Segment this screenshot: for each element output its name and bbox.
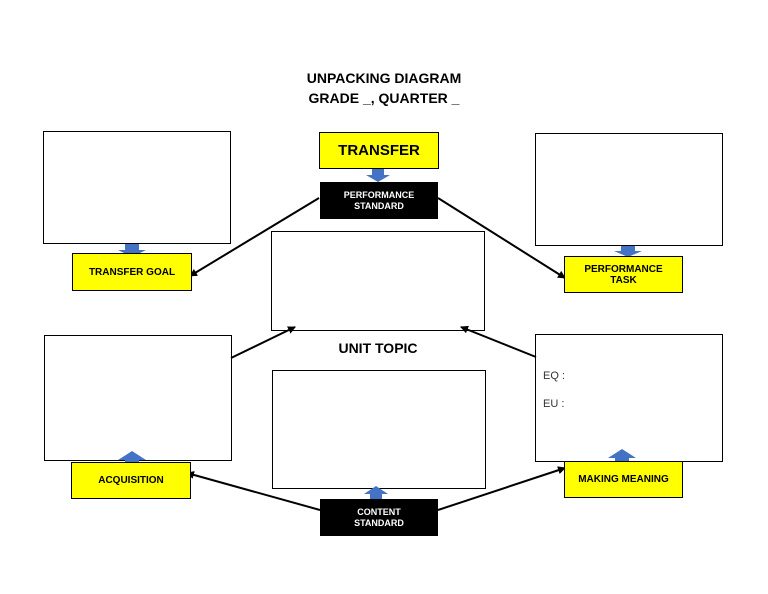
unit-topic-label: UNIT TOPIC — [338, 340, 418, 356]
eq-label: EQ : — [543, 370, 566, 382]
arrow-making-meaning-to-unit-topic — [460, 325, 537, 358]
arrow-to-performance-task — [437, 197, 566, 279]
making-meaning-label: MAKING MEANING — [564, 461, 683, 498]
transfer-goal-box[interactable] — [43, 131, 231, 244]
block-arrow-transfer-goal — [118, 244, 146, 257]
unit-topic-box[interactable] — [271, 231, 485, 331]
performance-task-label: PERFORMANCE TASK — [564, 256, 683, 293]
eu-label: EU : — [543, 398, 565, 410]
block-arrow-transfer — [366, 169, 390, 182]
diagram-subtitle: GRADE _, QUARTER _ — [308, 90, 460, 106]
arrow-to-acquisition — [186, 471, 321, 511]
performance-task-box[interactable] — [535, 133, 723, 246]
arrow-to-transfer-goal — [189, 197, 320, 277]
transfer-goal-label: TRANSFER GOAL — [72, 253, 192, 291]
arrow-to-making-meaning — [437, 466, 566, 511]
block-arrow-content-standard — [364, 486, 388, 500]
content-standard-label: CONTENT STANDARD — [320, 499, 438, 536]
arrow-acquisition-to-unit-topic — [230, 326, 296, 359]
transfer-label: TRANSFER — [319, 132, 439, 169]
performance-standard-label: PERFORMANCE STANDARD — [320, 182, 438, 219]
block-arrow-performance-task — [614, 246, 642, 257]
diagram-title: UNPACKING DIAGRAM — [306, 70, 462, 86]
acquisition-label: ACQUISITION — [71, 462, 191, 499]
